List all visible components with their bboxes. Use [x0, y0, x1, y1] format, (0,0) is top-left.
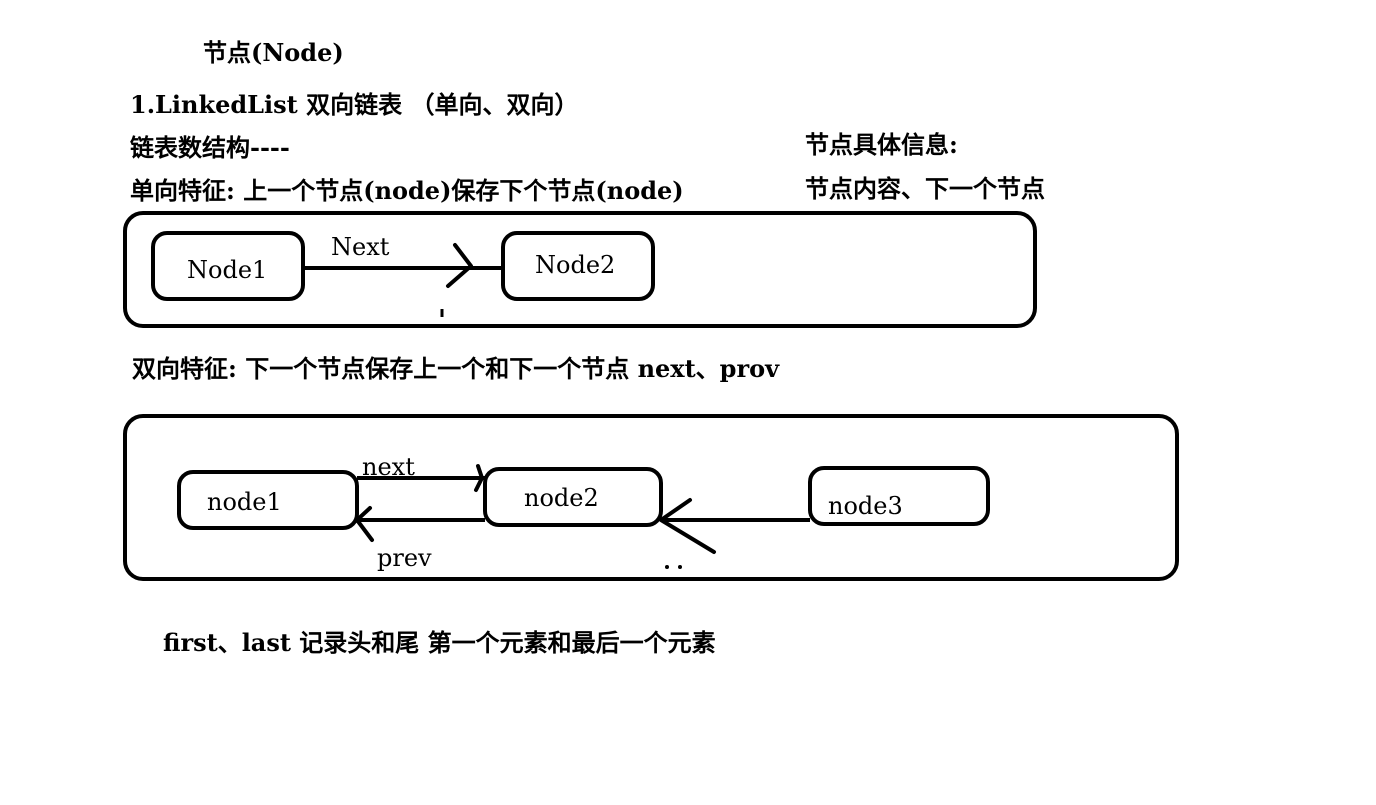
singly-node-b-label: Node2	[535, 251, 615, 279]
single-feature-text: 单向特征: 上一个节点(node)保存下个节点(node)	[130, 176, 684, 205]
doubly-frame	[123, 414, 1179, 581]
doubly-node-c	[808, 466, 990, 526]
footer-text: first、last 记录头和尾 第一个元素和最后一个元素	[163, 628, 716, 657]
next-arrow-head	[446, 243, 473, 288]
singly-node-a-label: Node1	[187, 256, 267, 284]
structure-label: 链表数结构----	[130, 133, 290, 162]
heading: 节点(Node)	[203, 38, 344, 67]
doubly-node-b	[483, 467, 663, 527]
doubly-next-head	[474, 464, 484, 492]
doubly-node-a	[177, 470, 359, 530]
doubly-prev-label: prev	[377, 544, 432, 572]
doubly-node-a-label: node1	[207, 488, 282, 516]
double-feature-text: 双向特征: 下一个节点保存上一个和下一个节点 next、prov	[132, 354, 780, 383]
doubly-c-to-b-head	[659, 498, 716, 554]
stray-dot-b	[678, 565, 682, 569]
doubly-prev-head	[355, 506, 374, 542]
doubly-next-label: next	[362, 453, 415, 481]
doubly-node-b-label: node2	[524, 484, 599, 512]
node-info-title: 节点具体信息:	[805, 130, 958, 159]
linkedlist-title: 1.LinkedList 双向链表 （单向、双向）	[130, 90, 579, 119]
doubly-node-c-label: node3	[828, 492, 903, 520]
next-edge-label: Next	[331, 233, 390, 261]
singly-frame	[123, 211, 1037, 328]
node-info-content: 节点内容、下一个节点	[805, 174, 1045, 203]
stray-dot-a	[665, 565, 669, 569]
